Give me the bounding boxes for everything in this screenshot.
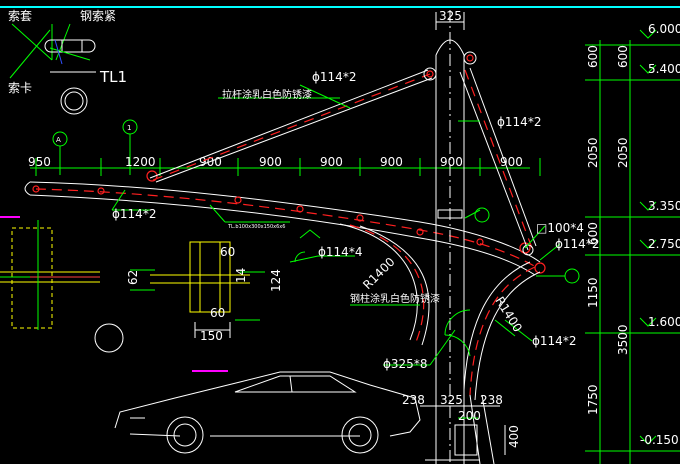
tie-rod-tag: TL1 [99, 68, 127, 86]
rope-card-label: 索卡 [8, 81, 32, 95]
square-tube-spec: □100*4 [536, 221, 584, 235]
dim-1200: 1200 [125, 155, 156, 169]
bottom-dims [420, 405, 506, 461]
dim-900-2: 900 [259, 155, 282, 169]
elevation-minus-0150: -0.150 [640, 433, 679, 447]
weld-marks [294, 229, 516, 357]
steel-column [435, 10, 465, 464]
top-dimension-chain: 950 1200 900 900 900 900 900 900 [28, 155, 541, 176]
tie-rod-paint-note: 拉杆涂乳白色防锈漆 [222, 88, 312, 101]
top-tie-rod [149, 67, 437, 183]
pipe-section-icon [60, 87, 88, 115]
svg-text:600: 600 [586, 45, 600, 68]
elevation-dimension-lines [585, 29, 680, 464]
svg-text:A: A [56, 136, 61, 144]
svg-text:1150: 1150 [586, 277, 600, 308]
detail-dim-124: 124 [269, 269, 283, 292]
right-curved-arm [463, 261, 541, 464]
car-sketch [114, 371, 421, 454]
flange-detail [130, 241, 265, 338]
axis-marker-a: A [52, 131, 68, 175]
pipe-section-inner-icon [64, 91, 84, 111]
dim-238-right: 238 [480, 393, 503, 407]
svg-text:600: 600 [616, 45, 630, 68]
dim-900-3: 900 [320, 155, 343, 169]
elevation-3350: 3.350 [648, 199, 680, 213]
dim-200: 200 [458, 409, 481, 423]
dim-238-left: 238 [402, 393, 425, 407]
pipe-section-icon-2 [94, 323, 124, 353]
detail-dim-150: 150 [200, 329, 223, 343]
elevation-2750: 2.750 [648, 237, 680, 251]
dim-400: 400 [507, 425, 521, 448]
column-spec: ϕ325*8 [383, 357, 427, 371]
dim-900-5: 900 [440, 155, 463, 169]
purlin-note: TL.b100x300x150x6x6 [227, 224, 285, 230]
left-curved-arm [339, 223, 430, 346]
svg-text:2050: 2050 [586, 137, 600, 168]
radius-right: R1400 [492, 294, 524, 334]
lower-brace-spec: ϕ114*2 [532, 334, 576, 348]
vertical-dim-text-inner: 600 2050 3500 [616, 45, 630, 355]
elevation-1600: 1.600 [648, 315, 680, 329]
svg-text:2050: 2050 [616, 137, 630, 168]
rope-cover-label: 索套 [8, 9, 32, 23]
tie-rod-legend: 索套 钢索紧 索卡 TL1 [8, 9, 127, 95]
radius-left: R1400 [360, 255, 397, 292]
svg-text:1750: 1750 [586, 384, 600, 415]
right-brace [459, 51, 537, 256]
elevation-6000: 6.000 [648, 22, 680, 36]
annotation-leaders [111, 84, 580, 366]
svg-text:600: 600 [586, 222, 600, 245]
svg-text:3500: 3500 [616, 324, 630, 355]
mid-pipe-spec: ϕ114*4 [318, 245, 362, 259]
svg-text:1: 1 [127, 124, 131, 132]
column-paint-note: 钢柱涂乳白色防锈漆 [350, 292, 440, 305]
dim-950: 950 [28, 155, 51, 169]
detail-dim-60-top: 60 [220, 245, 235, 259]
dim-900-4: 900 [380, 155, 403, 169]
purlin-nodes [32, 170, 546, 274]
detail-dim-60-bottom: 60 [210, 306, 225, 320]
top-tie-spec: ϕ114*2 [312, 70, 356, 84]
elevation-5400: 5.400 [648, 62, 680, 76]
end-pipe-spec: ϕ114*2 [555, 237, 599, 251]
detail-dim-14: 14 [234, 268, 248, 283]
left-node-detail [0, 220, 100, 330]
vertical-dim-text-outer: 600 2050 600 1150 1750 [586, 45, 600, 415]
rope-clamp-label: 钢索紧 [80, 9, 116, 23]
left-pipe-spec: ϕ114*2 [112, 207, 156, 221]
detail-dim-62: 62 [126, 270, 140, 285]
dim-325-bottom: 325 [440, 393, 463, 407]
right-brace-spec: ϕ114*2 [497, 115, 541, 129]
